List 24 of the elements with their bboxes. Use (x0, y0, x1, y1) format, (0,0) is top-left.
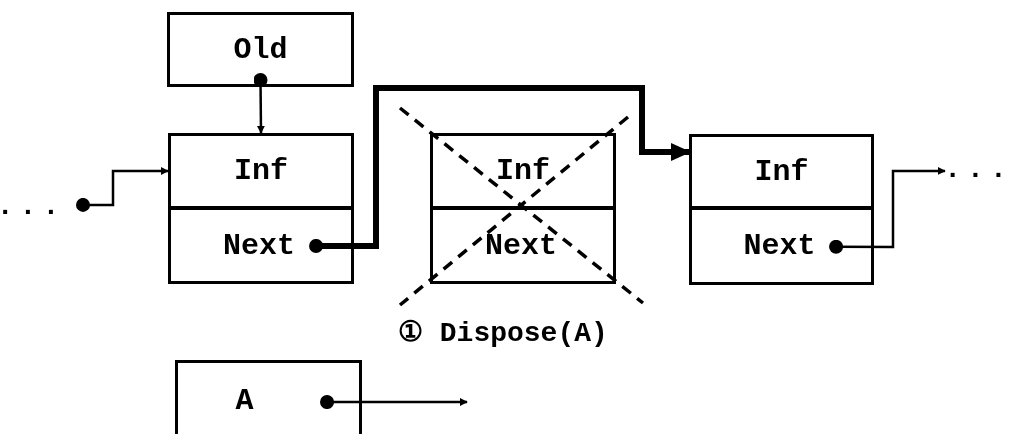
pointer-arrow (829, 166, 946, 254)
pointer-arrow (309, 85, 691, 253)
list-cell (168, 207, 354, 284)
list-cell (430, 207, 616, 284)
field-name: Inf (234, 156, 288, 186)
list-cell (689, 207, 874, 285)
field-name: Inf (496, 156, 550, 186)
pointer-arrow (253, 73, 268, 134)
pointer-arrow (320, 395, 468, 410)
field-name: Next (485, 230, 557, 261)
pointer-arrow (76, 167, 169, 212)
field-name: Next (743, 231, 816, 261)
pointer-box (167, 12, 354, 87)
list-cell (430, 133, 616, 209)
field-name: Next (223, 230, 295, 261)
field-name: Inf (754, 156, 809, 187)
field-name: Old (233, 34, 288, 65)
list-cell (168, 133, 354, 209)
operation-label: ① Dispose(A) (398, 320, 608, 348)
list-cell (689, 134, 874, 209)
ellipsis-text: ... (0, 193, 66, 221)
ellipsis-text: ... (944, 156, 1012, 184)
pointer-box (175, 360, 362, 434)
field-name: A (235, 386, 254, 416)
